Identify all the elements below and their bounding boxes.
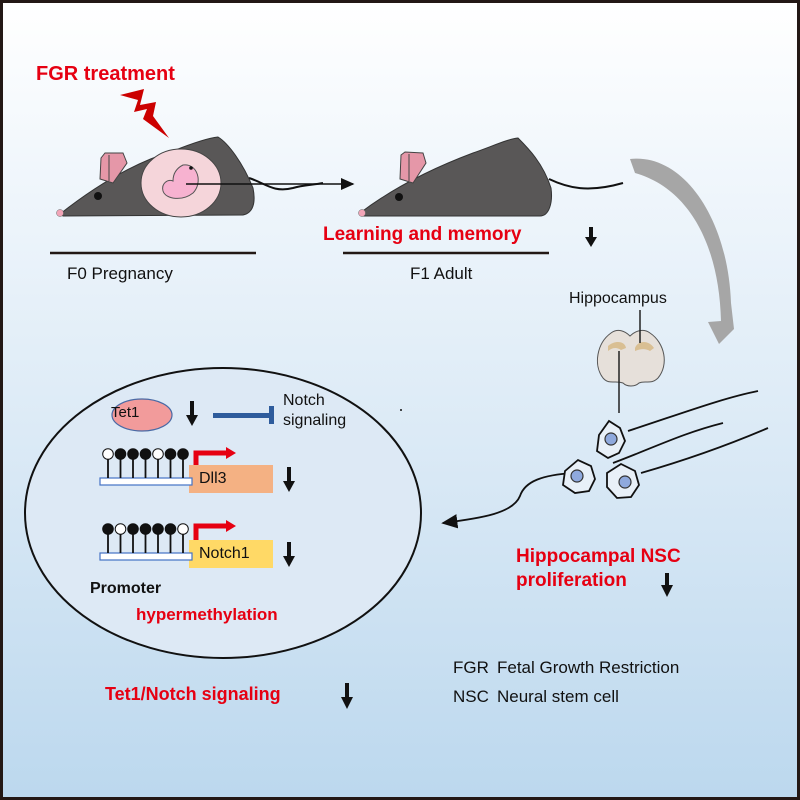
tet1-badge — [111, 398, 173, 432]
brain-section — [596, 310, 665, 413]
dna-strand — [99, 477, 193, 486]
hippocampus-label: Hippocampus — [569, 290, 667, 307]
curved-gray-arrow — [630, 158, 734, 344]
hippocampus-left — [608, 342, 626, 351]
tet1-down-arrow-icon — [186, 401, 198, 426]
notch-line1: Notch — [283, 392, 325, 409]
unmethylated-cpg — [102, 448, 114, 460]
learning-memory-label: Learning and memory — [323, 224, 522, 245]
inhibit-icon — [213, 406, 274, 424]
conclusion-down-arrow-icon — [341, 683, 353, 709]
f1-mouse-tail — [548, 178, 624, 190]
dll3-promoter — [99, 447, 295, 493]
learning-down-arrow-icon — [585, 227, 597, 247]
f0-mouse-nose — [56, 209, 64, 217]
methylated-cpg — [177, 448, 189, 460]
methylated-cpg — [164, 523, 177, 535]
methylated-cpg — [127, 448, 139, 460]
legend-item-fgr: FGR Fetal Growth Restriction — [453, 653, 679, 682]
dll3-label: Dll3 — [199, 470, 227, 487]
gene-down-arrow-icon — [287, 542, 291, 558]
methylated-cpg — [102, 523, 114, 535]
legend-item-nsc: NSC Neural stem cell — [453, 682, 679, 711]
f1-mouse-ear — [399, 151, 427, 184]
f1-mouse-eye — [395, 193, 403, 201]
legend-full: Fetal Growth Restriction — [497, 658, 680, 677]
legend-abbr: FGR — [453, 658, 489, 677]
gene-box — [189, 465, 273, 493]
diagram-canvas — [24, 89, 769, 709]
methylated-cpg — [152, 523, 164, 535]
hippocampus-right — [635, 342, 654, 351]
mechanism-circle — [24, 367, 422, 659]
fetus-icon — [162, 164, 199, 199]
legend: FGR Fetal Growth Restriction NSC Neural st… — [453, 653, 679, 711]
gene-down-arrowhead — [283, 481, 295, 492]
methylated-cpg — [164, 448, 177, 460]
methylated-cpg — [139, 523, 152, 535]
f1-adult-label: F1 Adult — [410, 264, 473, 283]
tss-arrow-icon — [193, 523, 228, 540]
dna-strand — [99, 552, 193, 561]
neural-stem-cells — [441, 390, 769, 529]
notch1-promoter — [99, 520, 295, 568]
gene-down-arrow-icon — [287, 467, 291, 483]
nsc-to-mechanism-arrow — [441, 472, 574, 529]
lightning-bolt-icon — [120, 89, 169, 138]
tet1-label: Tet1 — [111, 404, 140, 421]
f1-mouse-body — [359, 137, 552, 217]
tss-arrowhead — [226, 520, 236, 532]
tss-arrowhead — [226, 447, 236, 459]
gene-box — [189, 540, 273, 568]
legend-abbr: NSC — [453, 687, 489, 706]
nsc-down-arrow-icon — [661, 573, 673, 597]
f0-pregnancy-label: F0 Pregnancy — [67, 264, 173, 283]
notch-signaling-target: Notch signaling — [283, 391, 346, 431]
gene-down-arrowhead — [283, 556, 295, 567]
notch-line2: signaling — [283, 412, 347, 429]
f1-mouse-nose — [358, 209, 366, 217]
methylated-cpg — [114, 448, 127, 460]
tss-arrow-icon — [193, 450, 228, 465]
promoter-label: Promoter — [90, 580, 162, 597]
f0-mouse-eye — [94, 192, 102, 200]
methylated-cpg — [127, 523, 139, 535]
nsc-line1: Hippocampal NSC — [516, 546, 681, 567]
hypermethylation-label: hypermethylation — [136, 605, 278, 624]
fgr-treatment-label: FGR treatment — [36, 63, 175, 85]
notch1-label: Notch1 — [199, 545, 250, 562]
unmethylated-cpg — [177, 523, 189, 535]
conclusion-label: Tet1/Notch signaling — [105, 684, 281, 704]
nsc-line2: proliferation — [516, 570, 627, 591]
f1-mouse — [358, 137, 624, 217]
methylated-cpg — [139, 448, 152, 460]
nsc-proliferation-label: Hippocampal NSC proliferation — [516, 545, 681, 593]
legend-full: Neural stem cell — [497, 687, 619, 706]
unmethylated-cpg — [152, 448, 164, 460]
unmethylated-cpg — [114, 523, 127, 535]
f0-mouse — [56, 136, 324, 218]
f0-mouse-ear — [99, 152, 128, 184]
